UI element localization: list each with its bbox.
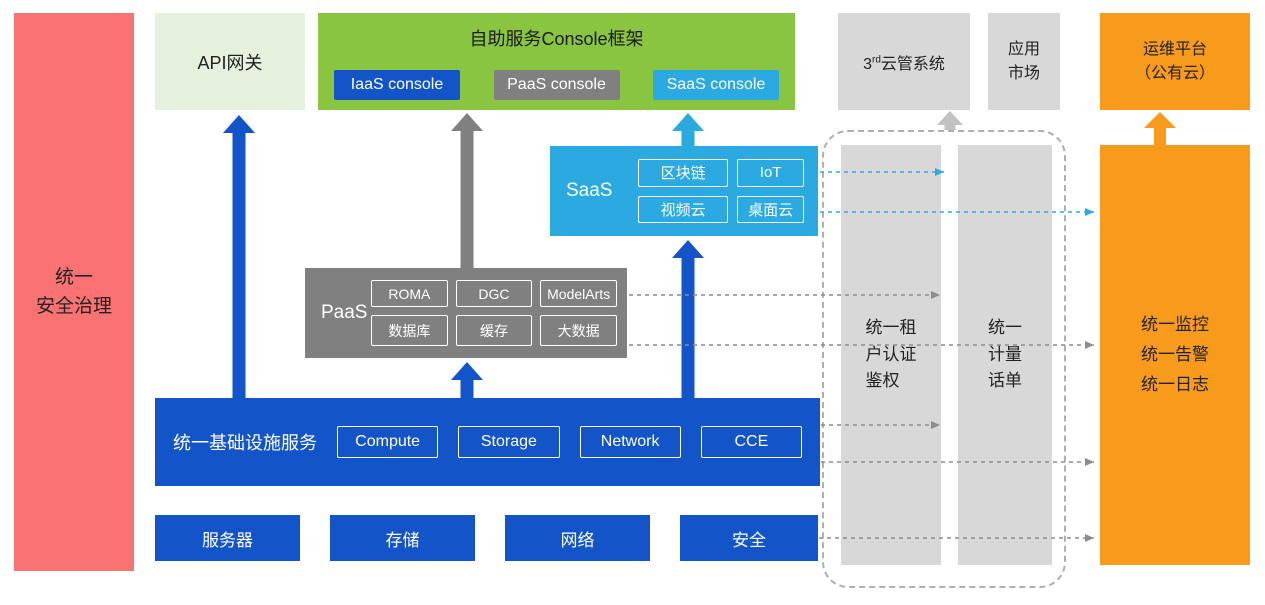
arrow-paas-to-console [451,113,483,268]
saas-console-chip: SaaS console [653,70,779,100]
paas-label: PaaS [321,302,368,323]
saas-item-video-cloud: 视频云 [638,195,729,223]
paas-item-cache: 缓存 [455,315,533,346]
saas-item-desktop-cloud: 桌面云 [737,195,804,223]
security-governance-bar: 统一 安全治理 [14,13,134,571]
arrow-monitor-to-ops [1144,112,1176,145]
paas-item-roma: ROMA [371,280,448,307]
third-party-label: 3rd云管系统 [863,54,945,73]
ops-platform-box: 运维平台 （公有云） [1100,13,1250,110]
hw-box-network: 网络 [505,515,650,561]
hw-box-storage: 存储 [330,515,475,561]
saas-box: SaaS 区块链 IoT 视频云 桌面云 [550,146,818,236]
console-framework-title: 自助服务Console框架 [469,29,644,49]
infra-item-compute: Compute [337,426,439,458]
infra-item-network: Network [579,426,681,458]
arrow-infra-to-api-gateway [223,115,255,398]
paas-item-grid: ROMA DGC ModelArts 数据库 缓存 大数据 [371,280,617,346]
infra-label: 统一基础设施服务 [173,433,317,453]
paas-console-chip: PaaS console [493,70,620,100]
arrow-infra-to-saas [672,240,704,398]
saas-item-grid: 区块链 IoT 视频云 桌面云 [638,159,804,223]
paas-item-bigdata: 大数据 [540,315,617,346]
shared-services-outline [822,130,1066,588]
console-chip-row: IaaS console PaaS console SaaS console [318,51,795,100]
paas-item-dgc: DGC [455,280,533,307]
arrow-infra-to-paas [451,362,483,398]
saas-label: SaaS [566,180,613,201]
metering-bar: 统一 计量 话单 [958,145,1052,565]
iaas-console-chip: IaaS console [334,70,460,100]
paas-item-database: 数据库 [371,315,448,346]
third-party-cloud-mgmt-box: 3rd云管系统 [838,13,970,110]
monitoring-bar: 统一监控 统一告警 统一日志 [1100,145,1250,565]
saas-item-iot: IoT [737,159,804,187]
third-party-superscript: rd [871,54,881,66]
hw-box-security: 安全 [680,515,818,561]
api-gateway-box: API网关 [155,13,305,110]
paas-box: PaaS ROMA DGC ModelArts 数据库 缓存 大数据 [305,268,627,358]
arrow-shared-to-third-party [934,111,966,130]
arrow-saas-to-console [672,113,704,146]
saas-item-blockchain: 区块链 [638,159,729,187]
paas-item-modelarts: ModelArts [540,280,617,307]
infra-box: 统一基础设施服务 Compute Storage Network CCE [155,398,820,486]
infra-item-cce: CCE [700,426,802,458]
app-market-box: 应用 市场 [988,13,1060,110]
infra-item-storage: Storage [458,426,560,458]
console-framework-box: 自助服务Console框架 IaaS console PaaS console … [318,13,795,110]
infra-item-row: Compute Storage Network CCE [337,426,802,458]
auth-bar: 统一租 户认证 鉴权 [841,145,941,565]
hw-box-server: 服务器 [155,515,300,561]
